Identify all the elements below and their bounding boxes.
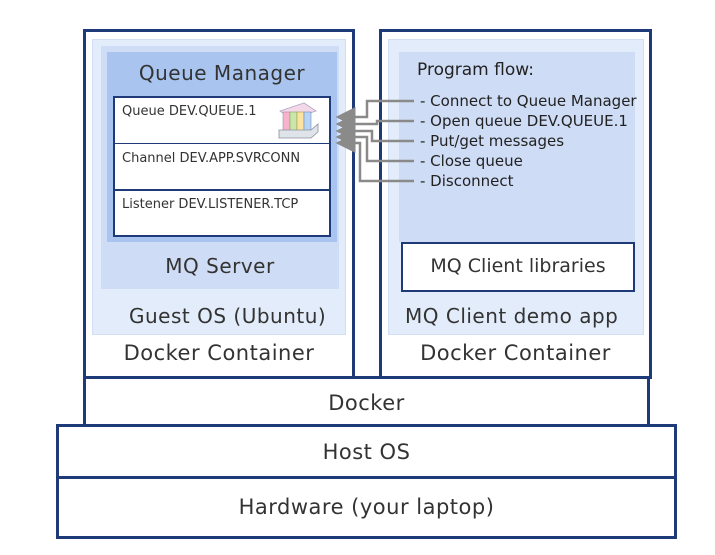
demo-app-label: MQ Client demo app: [405, 304, 619, 328]
right-docker-container: Program flow: MQ Client libraries MQ Cli…: [379, 29, 652, 379]
left-container-label: Docker Container: [123, 341, 315, 365]
host-os-layer: Host OS: [56, 424, 677, 479]
queue-object-label: Queue DEV.QUEUE.1: [122, 104, 257, 119]
queue-object: Queue DEV.QUEUE.1: [113, 96, 331, 145]
guest-os-box: Queue Manager Queue DEV.QUEUE.1 Channel …: [92, 39, 346, 335]
docker-layer: Docker: [83, 376, 650, 427]
left-docker-container: Queue Manager Queue DEV.QUEUE.1 Channel …: [83, 29, 355, 379]
flow-step: - Connect to Queue Manager: [420, 92, 637, 110]
flow-step: - Open queue DEV.QUEUE.1: [420, 112, 628, 130]
docker-label: Docker: [328, 391, 405, 415]
flow-step: - Close queue: [420, 152, 523, 170]
channel-object: Channel DEV.APP.SVRCONN: [113, 143, 331, 191]
mq-client-libraries-box: MQ Client libraries: [401, 242, 635, 292]
demo-app-box: Program flow: MQ Client libraries MQ Cli…: [388, 39, 644, 335]
program-flow-box: Program flow:: [399, 52, 635, 242]
mq-client-libraries-label: MQ Client libraries: [430, 255, 606, 277]
flow-step: - Disconnect: [420, 172, 514, 190]
hardware-label: Hardware (your laptop): [238, 495, 495, 519]
mq-server-label: MQ Server: [165, 254, 275, 278]
program-flow-title: Program flow:: [417, 60, 534, 80]
channel-object-label: Channel DEV.APP.SVRCONN: [122, 151, 301, 166]
guest-os-label: Guest OS (Ubuntu): [129, 304, 327, 328]
mq-server-box: Queue Manager Queue DEV.QUEUE.1 Channel …: [101, 46, 339, 289]
queue-manager-box: Queue Manager Queue DEV.QUEUE.1 Channel …: [107, 52, 337, 242]
hardware-layer: Hardware (your laptop): [56, 476, 677, 539]
host-os-label: Host OS: [322, 440, 411, 464]
right-container-label: Docker Container: [420, 341, 611, 365]
listener-object: Listener DEV.LISTENER.TCP: [113, 189, 331, 237]
queue-manager-title: Queue Manager: [138, 61, 306, 85]
flow-step: - Put/get messages: [420, 132, 565, 150]
listener-object-label: Listener DEV.LISTENER.TCP: [122, 197, 299, 212]
